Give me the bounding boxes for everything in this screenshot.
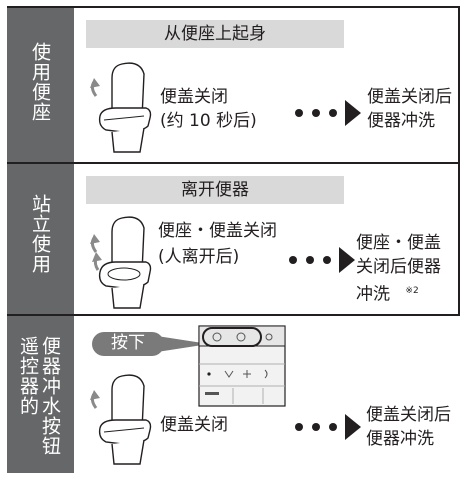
progress-dots-arrow bbox=[295, 414, 361, 440]
toilet-lid-closing-icon bbox=[90, 374, 152, 465]
side-cell-remote: 便器冲水按钮 遥控器的 bbox=[7, 316, 74, 473]
instruction-table: 使用便座 从便座上起身 便盖关闭 (约 10 秒后) 便盖关闭后 便器冲洗 站立… bbox=[7, 6, 460, 473]
press-pointer bbox=[157, 336, 209, 352]
state-line-1: 便座・便盖关闭 bbox=[158, 221, 277, 241]
toilet-lid-closing-icon bbox=[90, 62, 152, 153]
banner-stand-up: 从便座上起身 bbox=[86, 20, 344, 48]
progress-dots-arrow bbox=[295, 100, 361, 126]
result-line-3-text: 冲洗 bbox=[356, 284, 390, 305]
side-label-stand: 站立使用 bbox=[29, 194, 51, 274]
state-line-2: (人离开后) bbox=[158, 247, 240, 267]
state-line-2: (约 10 秒后) bbox=[160, 111, 257, 131]
result-line-1: 便盖关闭后 bbox=[366, 405, 451, 425]
right-border bbox=[458, 6, 460, 316]
row-border bbox=[7, 162, 460, 164]
row-border bbox=[7, 314, 460, 316]
toilet-seat-lid-closing-icon bbox=[90, 216, 152, 309]
remote-control-panel[interactable] bbox=[197, 324, 287, 408]
result-line-3: 冲洗 ※2 bbox=[356, 280, 419, 307]
press-badge bbox=[92, 332, 164, 356]
state-line-1: 便盖关闭 bbox=[160, 87, 228, 107]
press-label: 按下 bbox=[111, 333, 145, 353]
side-cell-stand: 站立使用 bbox=[7, 164, 74, 314]
state-line-1: 便盖关闭 bbox=[160, 415, 228, 435]
result-line-2: 便器冲洗 bbox=[367, 111, 435, 131]
result-line-2: 关闭后便器 bbox=[356, 257, 441, 277]
progress-dots-arrow bbox=[289, 247, 355, 273]
result-line-1: 便座・便盖 bbox=[356, 233, 441, 253]
result-line-2: 便器冲洗 bbox=[366, 429, 434, 449]
banner-leave: 离开便器 bbox=[86, 176, 344, 204]
side-label-remote-col1: 遥控器的 bbox=[17, 336, 39, 416]
footnote-mark: ※2 bbox=[405, 286, 419, 296]
side-label-remote-col2: 便器冲水按钮 bbox=[39, 336, 61, 456]
row-border bbox=[7, 6, 460, 8]
side-label-sit: 使用便座 bbox=[29, 42, 51, 122]
result-line-1: 便盖关闭后 bbox=[367, 87, 452, 107]
side-cell-sit: 使用便座 bbox=[7, 8, 74, 162]
